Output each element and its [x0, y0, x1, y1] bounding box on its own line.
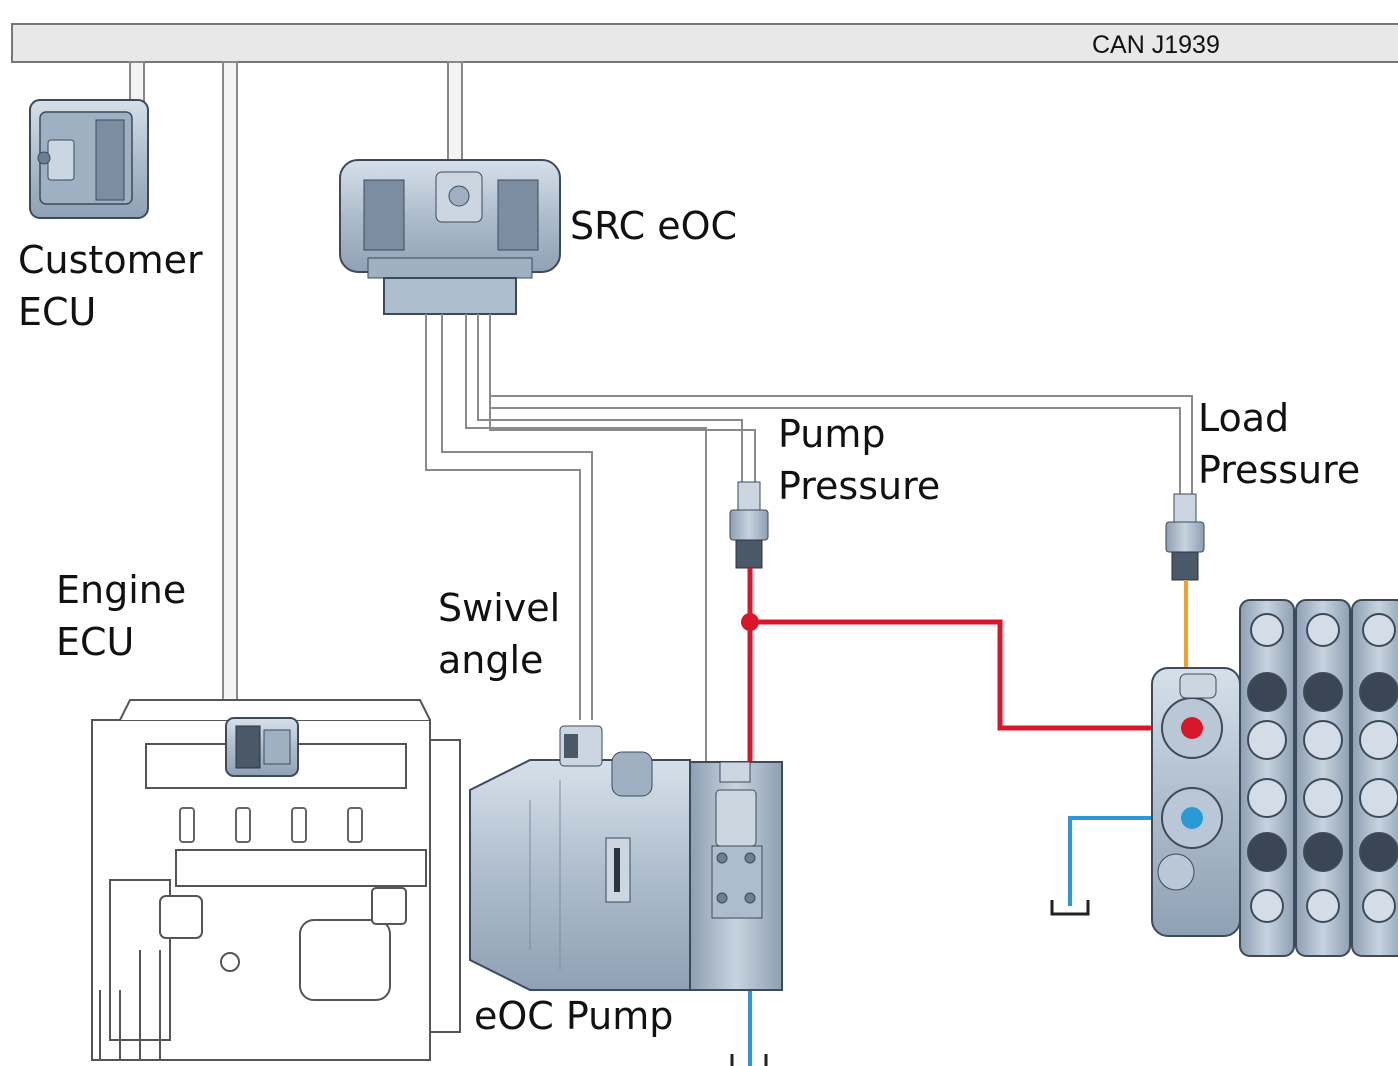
pump-pressure-label-line2: Pressure — [778, 464, 941, 508]
engine-ecu-unit — [225, 717, 299, 777]
load-pressure-label: Load Pressure — [1198, 392, 1360, 496]
bus-drop-src-eoc — [447, 61, 463, 169]
load-pressure-label-line2: Pressure — [1198, 448, 1361, 492]
load-pressure-sensor — [1165, 493, 1205, 581]
signal-cables — [425, 314, 1193, 770]
control-valve-block — [1151, 667, 1241, 937]
bus-drop-engine-ecu — [222, 61, 238, 735]
swivel-angle-label: Swivel angle — [438, 582, 560, 686]
eoc-pump — [469, 725, 783, 991]
engine — [91, 699, 461, 1061]
load-pressure-label-line1: Load — [1198, 396, 1290, 440]
engine-ecu-label-line1: Engine — [56, 568, 187, 612]
pump-pressure-sensor — [729, 481, 769, 569]
customer-ecu-label-line1: Customer — [18, 238, 203, 282]
engine-ecu-label-line2: ECU — [56, 620, 135, 664]
engine-ecu-label: Engine ECU — [56, 564, 186, 668]
src-eoc-label: SRC eOC — [570, 204, 738, 248]
customer-ecu-label: Customer ECU — [18, 234, 203, 338]
swivel-angle-label-line1: Swivel — [438, 586, 561, 630]
can-bus — [11, 23, 1398, 63]
pressure-line — [741, 568, 1192, 770]
eoc-pump-label: eOC Pump — [474, 994, 674, 1038]
swivel-angle-label-line2: angle — [438, 638, 544, 682]
src-eoc-controller — [339, 159, 561, 315]
pump-pressure-label: Pump Pressure — [778, 408, 940, 512]
customer-ecu-label-line2: ECU — [18, 290, 97, 334]
pump-pressure-label-line1: Pump — [778, 412, 886, 456]
tank-line — [748, 816, 1192, 1066]
customer-ecu-unit — [29, 99, 149, 219]
can-bus-label: CAN J1939 — [1092, 31, 1220, 59]
tank-symbol — [730, 900, 1090, 1066]
valve-sections — [1239, 599, 1398, 957]
